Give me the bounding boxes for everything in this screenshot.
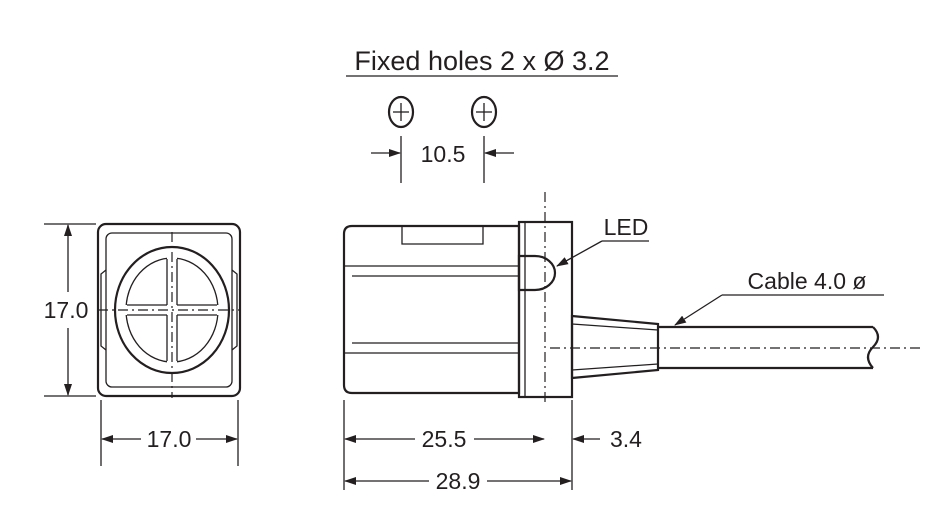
drawing-title: Fixed holes 2 x Ø 3.2 [354, 46, 609, 76]
title-group: Fixed holes 2 x Ø 3.2 [346, 46, 618, 77]
side-dimensions: 25.5 3.4 28.9 [343, 400, 642, 494]
side-top-tab [401, 226, 484, 245]
side-flange [517, 220, 574, 399]
total-length-label: 28.9 [436, 468, 481, 494]
led-label: LED [604, 214, 649, 240]
cable-callout: Cable 4.0 ø [674, 268, 884, 326]
led-window [517, 254, 557, 292]
cable-break [866, 326, 880, 369]
cable-label: Cable 4.0 ø [748, 268, 867, 294]
hole-left-icon [387, 95, 415, 129]
front-width-label: 17.0 [147, 426, 192, 452]
led-leader-arrow [556, 240, 603, 267]
front-view [96, 222, 242, 398]
front-height-label: 17.0 [44, 297, 89, 323]
hole-spacing-label: 10.5 [421, 141, 466, 167]
hole-right-icon [470, 95, 498, 129]
cable-leader-arrow [674, 294, 723, 326]
front-dimensions: 17.0 17.0 [44, 223, 239, 466]
mounting-holes: 10.5 [371, 95, 514, 183]
side-view [342, 192, 920, 402]
led-callout: LED [556, 214, 649, 267]
flange-width-label: 3.4 [610, 426, 642, 452]
cable-gland [570, 314, 660, 380]
side-body [342, 224, 521, 395]
body-length-label: 25.5 [422, 426, 467, 452]
